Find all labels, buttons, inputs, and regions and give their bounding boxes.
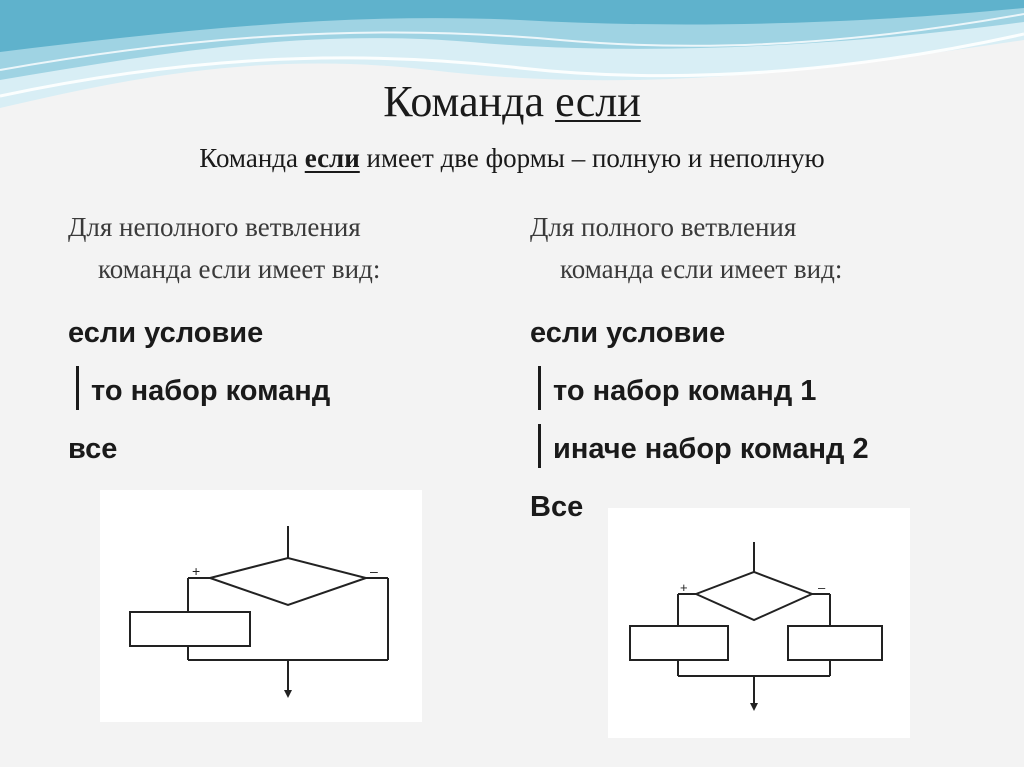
incomplete-branch-flowchart: + – [100, 490, 422, 722]
command-block-1 [629, 625, 729, 661]
block-bar [538, 424, 541, 468]
command-block [129, 611, 251, 647]
code-line: иначе набор команд 2 [530, 420, 1000, 478]
command-block-2 [787, 625, 883, 661]
complete-branch-code: если условие то набор команд 1 иначе наб… [530, 304, 1000, 536]
slide-subtitle: Команда если имеет две формы – полную и … [199, 143, 825, 173]
code-line: если условие [68, 317, 264, 349]
header-wave-decoration [0, 0, 1024, 108]
title-keyword: если [555, 77, 641, 126]
code-line: если условие [530, 317, 726, 349]
flow-minus-label: – [818, 580, 826, 595]
condition-diamond [693, 570, 815, 622]
condition-diamond [206, 556, 370, 607]
slide-title: Команда если [383, 77, 641, 126]
subtitle-keyword: если [304, 143, 360, 173]
block-bar [76, 366, 79, 410]
complete-branch-column: Для полного ветвления команда если имеет… [530, 206, 1000, 536]
code-line: то набор команд 1 [530, 362, 1000, 420]
flow-plus-label: + [680, 580, 688, 595]
code-line: все [68, 433, 118, 465]
incomplete-branch-column: Для неполного ветвления команда если име… [68, 206, 508, 478]
incomplete-branch-intro: Для неполного ветвления команда если име… [68, 212, 381, 284]
flow-minus-label: – [370, 563, 378, 579]
block-bar [538, 366, 541, 410]
complete-branch-flowchart: + – [608, 508, 910, 738]
incomplete-branch-code: если условие то набор команд все [68, 304, 508, 478]
flow-plus-label: + [192, 563, 200, 579]
code-line: то набор команд [68, 362, 508, 420]
complete-branch-intro: Для полного ветвления команда если имеет… [530, 212, 843, 284]
code-line: Все [530, 491, 584, 523]
